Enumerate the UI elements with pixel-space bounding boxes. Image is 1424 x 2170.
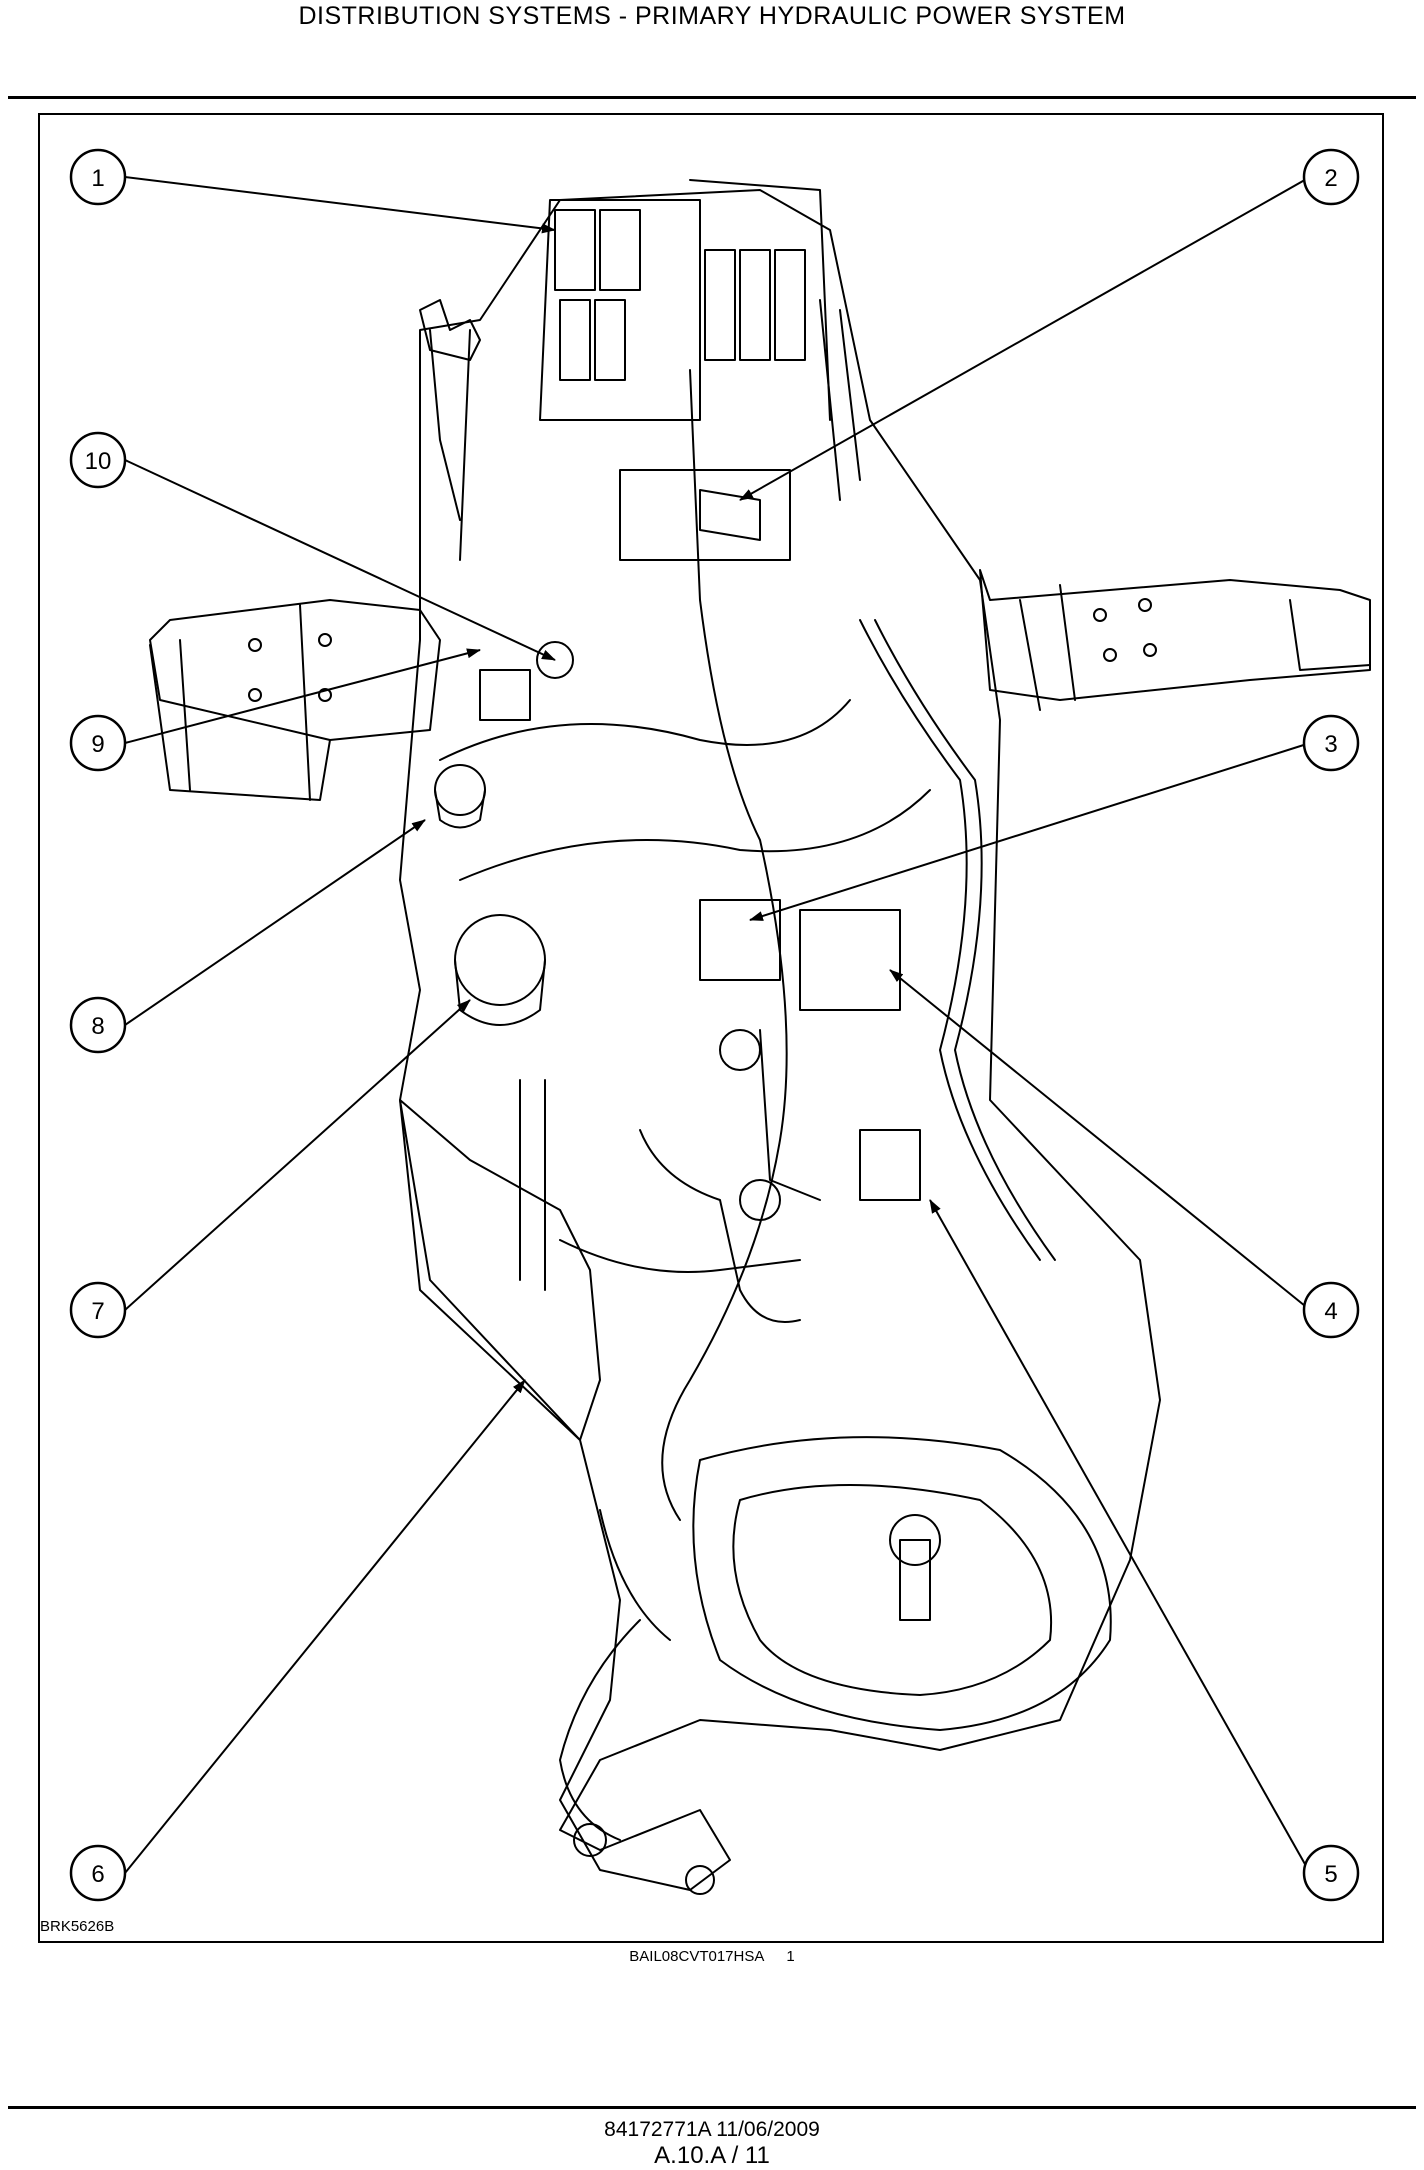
leader-6 <box>124 1379 526 1874</box>
leader-8 <box>124 819 426 1026</box>
callout-3: 3 <box>1302 714 1360 772</box>
callout-6: 6 <box>69 1844 127 1902</box>
reservoir-6 <box>399 1099 601 1441</box>
left-axle-housing <box>149 599 441 741</box>
valve-block-3b <box>799 909 901 1011</box>
callout-4: 4 <box>1302 1281 1360 1339</box>
callout-4-label: 4 <box>1324 1298 1337 1325</box>
valve-block-3 <box>699 899 781 981</box>
callouts: 1 2 3 4 5 6 7 8 9 10 <box>69 148 1360 1902</box>
leader-7 <box>124 999 471 1311</box>
callout-9: 9 <box>69 714 127 772</box>
callout-2-label: 2 <box>1324 165 1337 192</box>
callout-2: 2 <box>1302 148 1360 206</box>
hose-3 <box>459 789 931 881</box>
caption-ref: BAIL08CVT017HSA <box>629 1948 765 1965</box>
footer-rule <box>8 2106 1416 2109</box>
leader-10 <box>124 459 556 661</box>
harness-1 <box>859 619 1041 1261</box>
callout-7: 7 <box>69 1281 127 1339</box>
page-header-title: DISTRIBUTION SYSTEMS - PRIMARY HYDRAULIC… <box>298 2 1126 30</box>
callout-1: 1 <box>69 148 127 206</box>
module-5 <box>859 1129 921 1201</box>
bellhousing <box>692 1436 1112 1731</box>
figure-caption: BAIL08CVT017HSA 1 <box>0 1948 1424 1965</box>
callout-3-label: 3 <box>1324 731 1337 758</box>
harness-2 <box>661 369 788 1521</box>
figure-code: BRK5626B <box>40 1918 115 1935</box>
transmission-body <box>399 189 1161 1891</box>
callout-5: 5 <box>1302 1844 1360 1902</box>
accumulator-8 <box>434 764 486 816</box>
machine-illustration <box>149 179 1371 1895</box>
leader-5 <box>929 1199 1311 1874</box>
callout-7-label: 7 <box>91 1298 104 1325</box>
callout-5-label: 5 <box>1324 1861 1337 1888</box>
callout-6-label: 6 <box>91 1861 104 1888</box>
callout-10: 10 <box>69 431 127 489</box>
callout-10-label: 10 <box>85 448 112 475</box>
leader-1 <box>124 176 556 234</box>
caption-number: 1 <box>786 1948 795 1965</box>
callout-8: 8 <box>69 996 127 1054</box>
footer-page-number: A.10.A / 11 <box>654 2142 770 2169</box>
leader-3 <box>749 742 1311 921</box>
hose-4 <box>439 699 851 761</box>
leader-9 <box>124 648 481 744</box>
leader-lines <box>124 176 1311 1874</box>
valve-stack-top <box>539 179 831 421</box>
accumulator-7 <box>454 914 546 1006</box>
leader-2 <box>739 176 1311 501</box>
callout-9-label: 9 <box>91 731 104 758</box>
callout-8-label: 8 <box>91 1013 104 1040</box>
header-rule <box>8 96 1416 99</box>
valve-block-2 <box>619 469 791 561</box>
callout-1-label: 1 <box>91 165 104 192</box>
right-axle-housing <box>979 569 1371 701</box>
footer-doc-number: 84172771A 11/06/2009 <box>604 2118 820 2141</box>
figure-frame <box>38 113 1384 1943</box>
leader-4 <box>889 969 1311 1311</box>
